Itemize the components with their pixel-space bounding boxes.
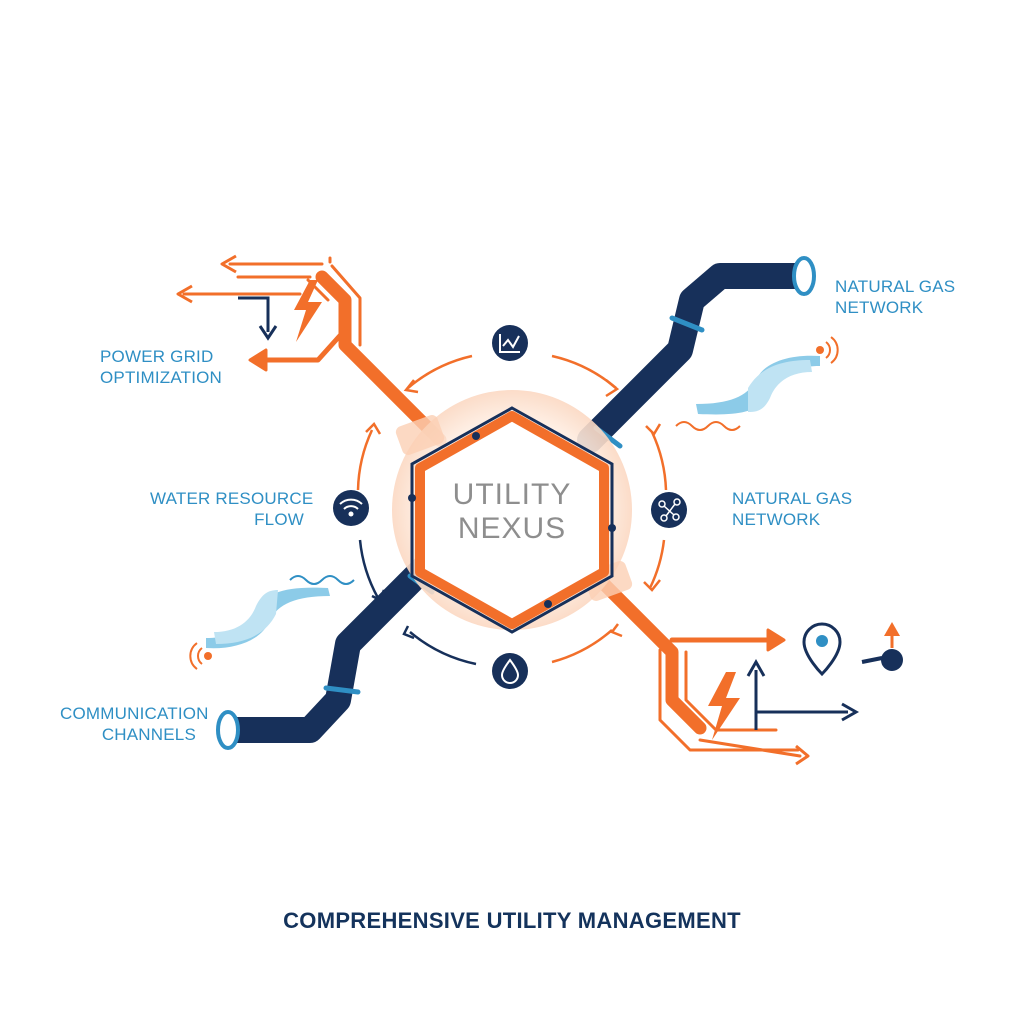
- label-communication-line1: COMMUNICATION: [60, 704, 209, 723]
- label-gas-mid-line1: NATURAL GAS: [732, 489, 853, 508]
- label-water-resource-line2: FLOW: [254, 510, 304, 529]
- label-water-resource-line1: WATER RESOURCE: [150, 489, 314, 508]
- power-grid-pipe: [182, 256, 447, 447]
- label-communication: COMMUNICATION CHANNELS: [60, 703, 209, 745]
- ring-arrowheads: [365, 379, 662, 640]
- chart-icon: [492, 325, 528, 361]
- direction-marker-icon: [861, 622, 903, 671]
- water-drop-icon: [492, 653, 528, 689]
- antenna-signal-icon-upper: [816, 336, 839, 364]
- label-power-grid: POWER GRID OPTIMIZATION: [100, 346, 223, 388]
- label-power-grid-line2: OPTIMIZATION: [100, 368, 223, 387]
- hub-arc-ring: [356, 354, 668, 664]
- hub-hexagon-navy: [410, 406, 614, 634]
- label-water-resource: WATER RESOURCE FLOW: [150, 488, 314, 530]
- gas-pipe-upper: [577, 263, 813, 453]
- network-nodes-icon: [651, 492, 687, 528]
- gas-pipe-upper-opening: [792, 256, 816, 296]
- label-gas-top: NATURAL GAS NETWORK: [835, 276, 955, 318]
- wave-icon-upper: [675, 355, 820, 431]
- label-gas-mid-line2: NETWORK: [732, 510, 821, 529]
- power-grid-navy-arrow: [238, 296, 278, 341]
- hub-connector-dots: [408, 432, 616, 608]
- hub-hexagon: [415, 411, 609, 629]
- lightning-icon: [294, 280, 322, 342]
- antenna-signal-icon-lower: [189, 642, 212, 670]
- label-gas-top-line1: NATURAL GAS: [835, 277, 956, 296]
- label-gas-mid: NATURAL GAS NETWORK: [732, 488, 852, 530]
- label-communication-line2: CHANNELS: [101, 725, 196, 744]
- hub-title-line1: UTILITY: [452, 478, 572, 511]
- lower-right-navy-arrows: [746, 658, 860, 730]
- hub-arc-ring-navy: [358, 539, 477, 666]
- hub-title-line2: NEXUS: [457, 512, 567, 545]
- location-pin-icon: [802, 622, 842, 677]
- power-grid-arrowheads: [176, 254, 268, 372]
- lower-right-arrowheads: [766, 628, 810, 766]
- lower-right-orange-pipe: [583, 563, 802, 758]
- wave-icon-lower: [206, 575, 355, 649]
- hub-joint-ul: [395, 415, 445, 455]
- hub-title: UTILITY NEXUS: [420, 478, 604, 546]
- label-gas-top-line2: NETWORK: [835, 298, 924, 317]
- footer-title: COMPREHENSIVE UTILITY MANAGEMENT: [283, 908, 741, 933]
- wifi-icon: [333, 490, 369, 526]
- lightning-icon-lower: [708, 672, 740, 740]
- gas-pipe-lower-opening: [216, 710, 240, 750]
- gas-pipe-lower: [219, 547, 445, 743]
- label-power-grid-line1: POWER GRID: [100, 347, 214, 366]
